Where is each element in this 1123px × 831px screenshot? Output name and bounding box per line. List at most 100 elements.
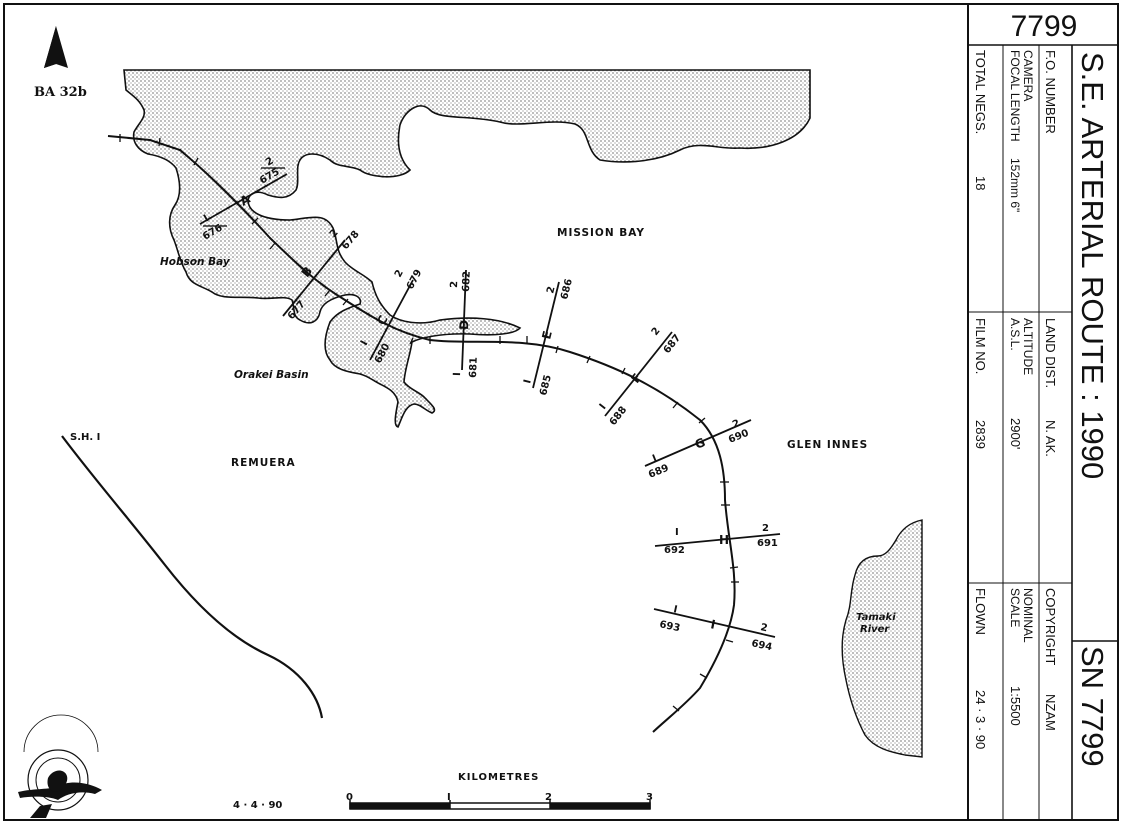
camera-label: CAMERA <box>1021 50 1035 101</box>
run-a-two: 2 <box>264 156 276 169</box>
survey-number: SN 7799 <box>1075 646 1110 767</box>
run-h-two: 2 <box>762 523 769 534</box>
run-f-neg2: 687 <box>662 333 684 356</box>
place-hobson-bay: Hobson Bay <box>160 256 231 268</box>
run-g-one: I <box>651 453 659 465</box>
run-h: H I 692 2 691 <box>664 523 778 556</box>
place-mission-bay: MISSION BAY <box>557 227 645 239</box>
north-arrow <box>44 26 68 68</box>
run-crosslines <box>199 173 781 638</box>
run-e-neg1: 685 <box>538 374 554 397</box>
total-negs-label: TOTAL NEGS. <box>973 50 988 134</box>
title-block <box>967 5 1117 819</box>
run-g-neg2: 690 <box>727 428 751 446</box>
land-dist-value: N. AK. <box>1043 420 1058 457</box>
run-d-one: I <box>452 372 463 376</box>
scale-value: 1:5500 <box>1008 686 1023 726</box>
run-f-crossline <box>604 331 673 417</box>
run-c-crossline <box>369 279 414 361</box>
scale-tick-1: I <box>447 792 451 803</box>
nominal-label: NOMINAL <box>1021 588 1035 643</box>
flight-line-ticks <box>119 134 739 712</box>
place-sh1: S.H. I <box>70 432 100 443</box>
run-e-crossline <box>532 281 560 389</box>
water-harbour <box>123 69 811 428</box>
run-i-two: 2 <box>759 622 768 634</box>
scale-bar <box>349 800 651 810</box>
run-h-one: I <box>675 527 679 538</box>
water-tamaki-river <box>841 519 923 758</box>
run-i-neg2: 694 <box>750 638 773 653</box>
run-g-neg1: 689 <box>647 463 671 481</box>
run-i-one: I <box>672 604 678 616</box>
map-title: S.E. ARTERIAL ROUTE : 1990 <box>1075 52 1110 479</box>
run-e-letter: E <box>539 329 555 340</box>
film-no-label: FILM NO. <box>973 318 988 374</box>
flown-label: FLOWN <box>973 588 988 635</box>
land-dist-label: LAND DIST. <box>1043 318 1058 388</box>
flight-line-main <box>107 135 736 733</box>
run-i-neg1: 693 <box>658 619 681 634</box>
date-stamp: 4 · 4 · 90 <box>233 800 282 811</box>
run-i: I I 693 2 694 <box>658 604 773 653</box>
run-d-two: 2 <box>449 281 460 288</box>
run-f-one: I <box>598 402 609 412</box>
scale-title: KILOMETRES <box>458 772 539 783</box>
flown-value: 24 · 3 · 90 <box>973 690 988 749</box>
run-d-crossline <box>461 269 467 371</box>
run-e-one: I <box>522 378 534 384</box>
altitude-label: ALTITUDE <box>1021 318 1035 375</box>
north-letter: N <box>52 68 60 79</box>
copyright-label: COPYRIGHT <box>1043 588 1058 665</box>
total-negs-value: 18 <box>973 176 988 190</box>
run-h-letter: H <box>719 533 729 547</box>
scale-tick-0: 0 <box>346 792 353 803</box>
focal-length-label: FOCAL LENGTH <box>1008 50 1022 142</box>
run-i-crossline <box>653 608 776 638</box>
run-d: D I 681 2 682 <box>449 271 480 378</box>
place-tamaki-1: Tamaki <box>856 612 896 623</box>
scale-tick-2: 2 <box>545 792 552 803</box>
sh1-road-line <box>61 435 324 719</box>
run-g-two: 2 <box>731 418 742 431</box>
run-a-crossline <box>199 173 288 225</box>
run-e: E I 685 2 686 <box>522 278 575 397</box>
run-e-two: 2 <box>545 285 557 294</box>
company-logo <box>18 714 102 818</box>
place-tamaki-2: River <box>860 624 890 635</box>
run-c-neg2: 679 <box>405 268 425 292</box>
run-f: F I 688 2 687 <box>598 326 684 428</box>
asl-label: A.S.L. <box>1008 318 1022 351</box>
run-d-letter: D <box>457 320 471 330</box>
sheet-code: BA 32b <box>34 85 87 100</box>
place-orakei-basin: Orakei Basin <box>234 369 309 381</box>
map-number: 7799 <box>1011 10 1078 43</box>
run-d-neg2: 682 <box>461 271 473 292</box>
altitude-value: 2900' <box>1008 418 1023 449</box>
scale-label: SCALE <box>1008 588 1022 627</box>
run-f-two: 2 <box>650 326 663 338</box>
place-glen-innes: GLEN INNES <box>787 439 868 451</box>
run-h-crossline <box>654 533 781 547</box>
run-c-two: 2 <box>393 268 406 279</box>
run-b-neg2: 678 <box>340 229 362 252</box>
run-h-neg1: 692 <box>664 545 685 556</box>
focal-length-value: 152mm 6" <box>1008 158 1022 212</box>
place-remuera: REMUERA <box>231 457 296 469</box>
run-i-letter: I <box>709 617 716 632</box>
run-b-crossline <box>282 239 346 317</box>
run-g-letter: G <box>693 435 707 452</box>
run-e-neg2: 686 <box>559 278 575 301</box>
fo-number-label: F.O. NUMBER <box>1043 50 1058 134</box>
map-border <box>3 3 1119 821</box>
run-a-one: I <box>202 213 211 224</box>
run-g: G I 689 2 690 <box>647 418 751 481</box>
negative-underlines <box>203 167 285 227</box>
copyright-value: NZAM <box>1043 694 1058 731</box>
run-c-one: I <box>359 339 370 347</box>
run-h-neg2: 691 <box>757 538 778 549</box>
scale-tick-3: 3 <box>646 792 653 803</box>
run-d-neg1: 681 <box>468 357 480 378</box>
film-no-value: 2839 <box>973 420 988 449</box>
